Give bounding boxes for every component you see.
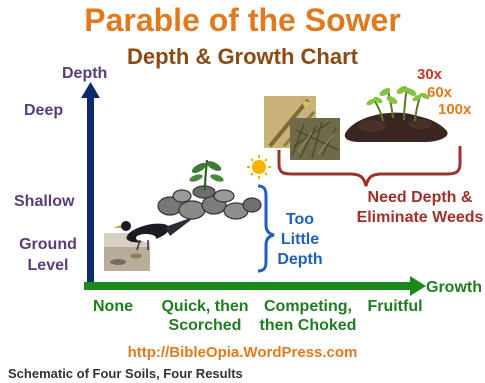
diagram-subtitle: Depth & Growth Chart: [127, 44, 358, 69]
x-axis-arrow: [84, 276, 426, 296]
y-level-ground: Ground Level: [19, 236, 77, 274]
need-depth-bracket: [277, 146, 462, 187]
source-url[interactable]: http://BibleOpia.WordPress.com: [127, 344, 358, 361]
yield-30x: 30x: [417, 66, 443, 83]
y-axis-title: Depth: [62, 65, 108, 82]
fruitful-plants-icon: [344, 86, 448, 142]
sun-icon: [247, 155, 271, 179]
diagram-title: Parable of the Sower: [84, 2, 401, 38]
too-little-depth-label: Too Little Depth: [277, 211, 323, 268]
need-depth-label: Need Depth & Eliminate Weeds: [356, 189, 484, 226]
y-level-deep: Deep: [24, 102, 64, 119]
yield-60x: 60x: [427, 84, 453, 101]
bird-icon: [113, 216, 196, 251]
x-axis-title: Growth: [426, 279, 482, 296]
y-axis-arrow: [81, 82, 100, 288]
rocks-icon: [157, 185, 262, 220]
caption: Schematic of Four Soils, Four Results: [8, 366, 243, 381]
too-little-depth-bracket: [257, 184, 275, 273]
sprout-icon: [189, 159, 224, 191]
x-category-none: None: [93, 298, 133, 315]
weeds-photo: [290, 118, 340, 160]
x-category-quick: Quick, then Scorched: [161, 298, 249, 334]
x-category-competing: Competing, then Choked: [259, 298, 357, 334]
y-level-shallow: Shallow: [14, 193, 75, 210]
yield-100x: 100x: [438, 101, 472, 118]
x-category-fruitful: Fruitful: [367, 298, 423, 315]
